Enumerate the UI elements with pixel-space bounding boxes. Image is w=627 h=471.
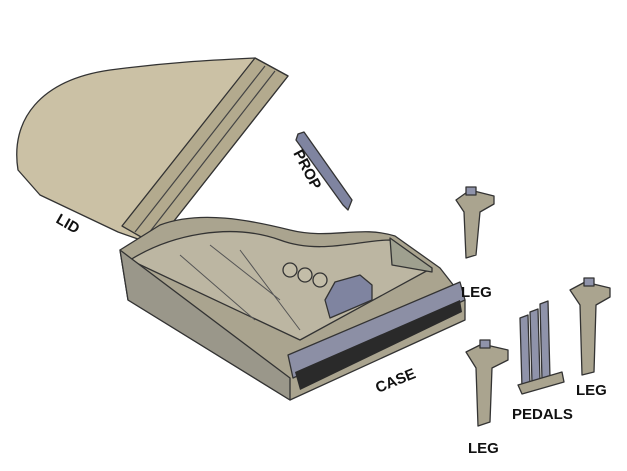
case-part	[119, 216, 466, 401]
lid-part	[16, 57, 289, 246]
pedals-part	[517, 300, 565, 395]
keyboard-keys	[295, 300, 462, 390]
label-leg-right: LEG	[576, 382, 607, 399]
leg-part-1	[455, 186, 495, 259]
label-leg-bottom: LEG	[468, 440, 499, 457]
leg-part-3	[569, 277, 611, 376]
leg-part-2	[465, 339, 509, 427]
label-leg-top: LEG	[461, 284, 492, 301]
prop-part	[295, 131, 353, 211]
label-case: CASE	[373, 365, 418, 396]
label-pedals: PEDALS	[512, 406, 573, 423]
label-lid: LID	[53, 211, 83, 238]
